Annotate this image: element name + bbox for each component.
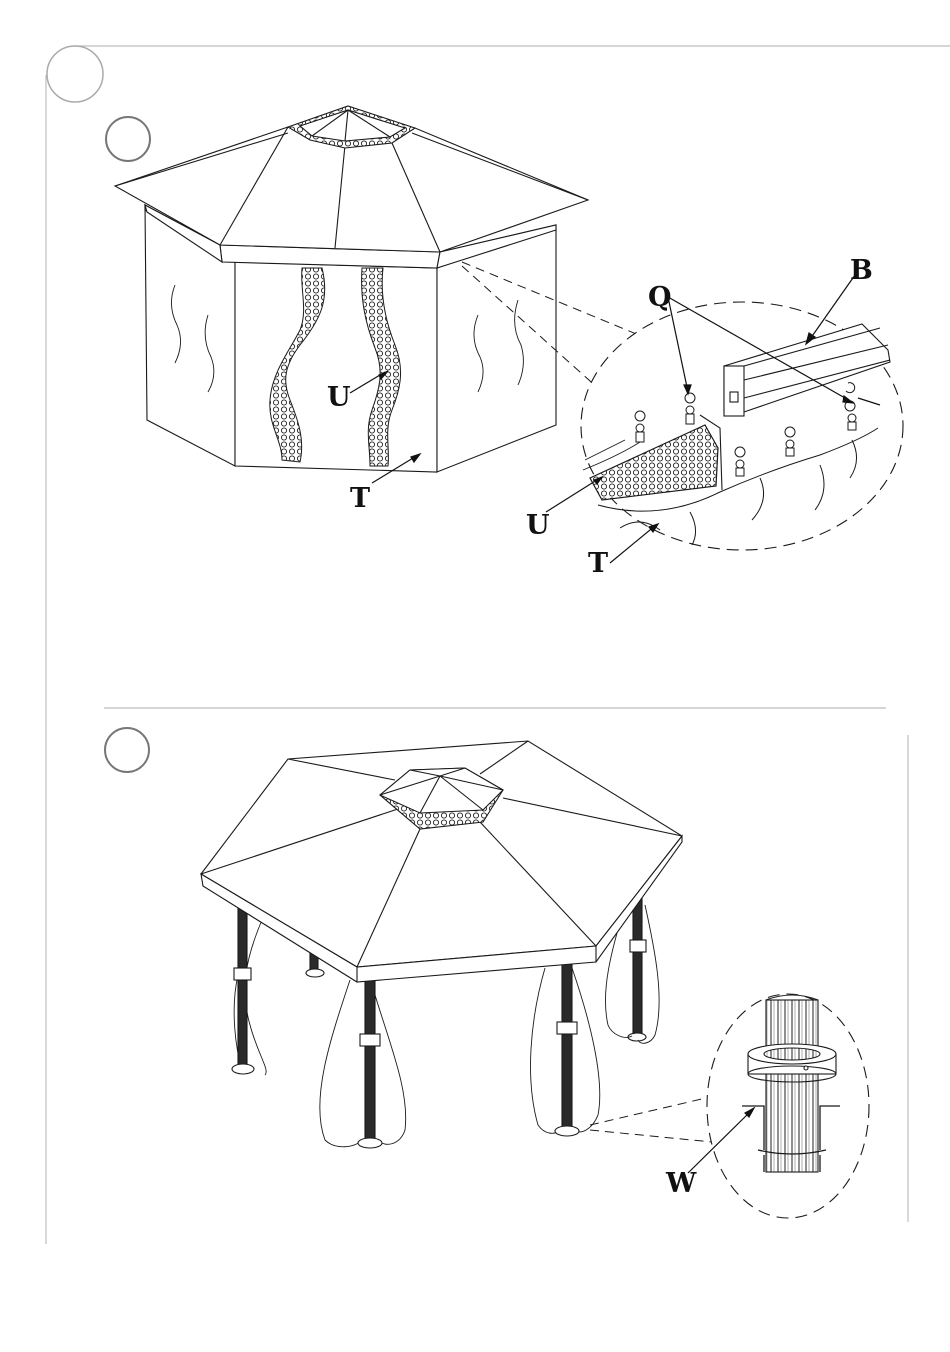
label-T-detail: T bbox=[588, 548, 608, 579]
detail-bubble-stake bbox=[707, 994, 869, 1218]
gazebo-with-curtains bbox=[115, 106, 588, 472]
label-U-detail: U bbox=[526, 510, 550, 541]
page-number-circle bbox=[47, 46, 103, 102]
label-Q: Q bbox=[648, 282, 672, 313]
label-W: W bbox=[665, 1168, 697, 1199]
label-T-main: T bbox=[350, 483, 370, 514]
step-circle-1 bbox=[106, 117, 150, 161]
front-wall bbox=[235, 262, 437, 472]
right-wall bbox=[437, 228, 556, 472]
label-U-main: U bbox=[327, 382, 351, 413]
post-closeup bbox=[766, 1000, 818, 1172]
zoom-lines-bottom bbox=[590, 1098, 712, 1142]
gazebo-open bbox=[201, 741, 682, 1148]
step-circle-2 bbox=[105, 728, 149, 772]
label-B: B bbox=[850, 255, 873, 286]
